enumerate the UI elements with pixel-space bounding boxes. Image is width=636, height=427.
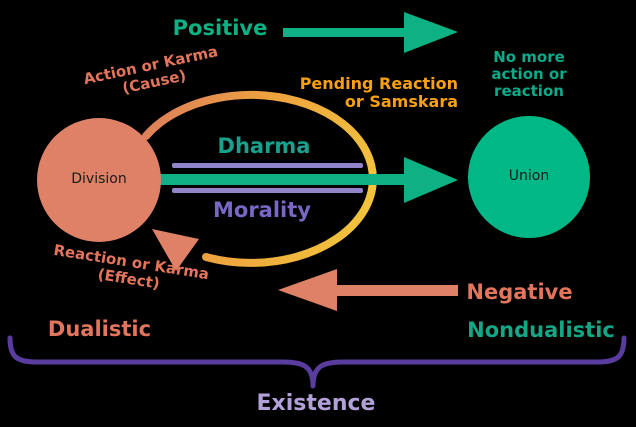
dualistic-label: Dualistic <box>47 317 152 341</box>
nondualistic-label: Nondualistic <box>467 318 615 342</box>
morality-label: Morality <box>213 198 311 222</box>
dharma-rail-line <box>172 163 363 168</box>
center-arrow-shaft <box>150 174 405 185</box>
division-circle <box>37 118 161 242</box>
no-more-action-label: No more action or reaction <box>484 49 574 99</box>
samskara-cycle-arc <box>142 90 377 267</box>
no-more-line3: reaction <box>494 81 564 100</box>
pending-reaction-label: Pending Reaction or Samskara <box>298 75 458 111</box>
existence-label: Existence <box>256 391 376 416</box>
division-circle-label: Division <box>71 171 127 187</box>
no-more-line2: action or <box>491 64 567 83</box>
morality-rail-line <box>172 188 363 193</box>
no-more-line1: No more <box>493 48 565 66</box>
union-circle-label: Union <box>508 168 550 184</box>
positive-arrow-shaft <box>283 28 409 37</box>
dharma-label: Dharma <box>217 134 311 158</box>
center-arrow-head <box>404 157 458 203</box>
positive-label: Positive <box>172 16 268 40</box>
existence-brace <box>7 335 627 389</box>
pending-reaction-line1: Pending Reaction <box>299 74 458 93</box>
negative-arrow-head <box>278 269 337 311</box>
reaction-arrowhead <box>152 229 199 271</box>
pending-reaction-line2: or Samskara <box>344 91 458 111</box>
negative-label: Negative <box>466 280 573 304</box>
negative-arrow-shaft <box>337 285 458 296</box>
union-circle <box>468 116 590 238</box>
positive-arrow-head <box>404 12 458 53</box>
